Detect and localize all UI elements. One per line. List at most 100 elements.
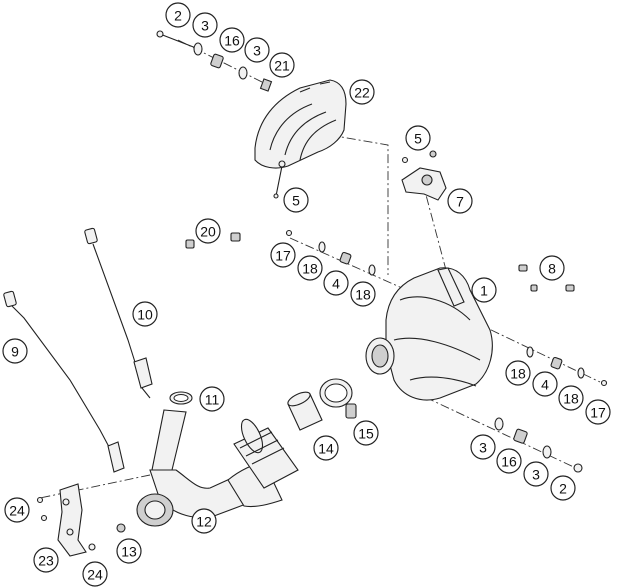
callout-number: 17 xyxy=(590,405,606,421)
callout-circle xyxy=(496,448,522,474)
callout-circle xyxy=(199,386,225,412)
callout-number: 18 xyxy=(302,261,318,277)
screw-5-left xyxy=(273,160,286,199)
callout-number: 18 xyxy=(355,287,371,303)
callout-circle xyxy=(219,27,245,53)
callout-number: 24 xyxy=(87,567,103,583)
callout-17a: 17 xyxy=(270,242,296,268)
callout-circle xyxy=(192,12,218,38)
upper-bolt-set xyxy=(156,30,273,92)
pipe-clamp xyxy=(319,378,357,419)
callout-14: 14 xyxy=(313,435,339,461)
callout-number: 13 xyxy=(121,544,137,560)
callout-3d: 3 xyxy=(523,461,549,487)
callout-circle xyxy=(470,434,496,460)
callout-17b: 17 xyxy=(585,399,611,425)
callout-5a: 5 xyxy=(283,187,309,213)
callout-20: 20 xyxy=(195,218,221,244)
callout-circle xyxy=(471,277,497,303)
callout-number: 3 xyxy=(532,467,540,483)
sleeve xyxy=(287,391,323,431)
callout-3b: 3 xyxy=(244,37,270,63)
callout-3c: 3 xyxy=(470,434,496,460)
silencer xyxy=(365,267,493,401)
callout-number: 20 xyxy=(200,224,216,240)
callout-circle xyxy=(191,508,217,534)
sensor-long xyxy=(84,227,153,399)
callout-number: 3 xyxy=(201,18,209,34)
callout-circle xyxy=(313,435,339,461)
callout-circle xyxy=(4,497,30,523)
callout-3a: 3 xyxy=(192,12,218,38)
nut-cluster xyxy=(518,264,575,292)
screw-pair-24 xyxy=(36,496,96,551)
callout-number: 5 xyxy=(292,193,300,209)
callout-9: 9 xyxy=(2,338,28,364)
callout-circle xyxy=(165,2,191,28)
callout-circle xyxy=(33,547,59,573)
callout-4b: 4 xyxy=(532,371,558,397)
callout-number: 3 xyxy=(253,43,261,59)
heat-shield xyxy=(254,79,347,169)
callout-8: 8 xyxy=(539,255,565,281)
callout-circle xyxy=(558,385,584,411)
catalyst-tube xyxy=(233,418,299,489)
callout-number: 2 xyxy=(174,8,182,24)
callout-circle xyxy=(350,281,376,307)
callout-circle xyxy=(116,538,142,564)
callout-4a: 4 xyxy=(323,270,349,296)
callout-circle xyxy=(297,255,323,281)
callout-circle xyxy=(244,37,270,63)
callout-circle xyxy=(82,561,108,587)
callout-number: 18 xyxy=(563,391,579,407)
callout-number: 2 xyxy=(559,481,567,497)
callout-number: 16 xyxy=(501,454,517,470)
callout-10: 10 xyxy=(132,301,158,327)
callout-number: 4 xyxy=(541,377,549,393)
callout-18b: 18 xyxy=(350,281,376,307)
callout-number: 11 xyxy=(205,392,220,408)
callout-2a: 2 xyxy=(165,2,191,28)
callout-circle xyxy=(353,420,379,446)
callout-18d: 18 xyxy=(558,385,584,411)
callout-circle xyxy=(283,187,309,213)
callout-number: 12 xyxy=(196,514,212,530)
callout-16a: 16 xyxy=(219,27,245,53)
callout-number: 14 xyxy=(318,441,334,457)
nut-13 xyxy=(116,523,126,533)
callout-12: 12 xyxy=(191,508,217,534)
callout-5b: 5 xyxy=(405,125,431,151)
callout-circle xyxy=(539,255,565,281)
callout-number: 5 xyxy=(414,131,422,147)
callout-18a: 18 xyxy=(297,255,323,281)
callout-number: 23 xyxy=(38,553,54,569)
callout-21: 21 xyxy=(269,52,295,78)
callout-circle xyxy=(269,52,295,78)
callout-number: 9 xyxy=(11,344,19,360)
callout-22: 22 xyxy=(349,79,375,105)
callout-circle xyxy=(550,475,576,501)
callout-13: 13 xyxy=(116,538,142,564)
callout-number: 7 xyxy=(456,194,464,210)
callout-circle xyxy=(532,371,558,397)
callout-circle xyxy=(270,242,296,268)
callout-16b: 16 xyxy=(496,448,522,474)
callout-circle xyxy=(349,79,375,105)
callout-number: 1 xyxy=(480,283,488,299)
callout-circle xyxy=(523,461,549,487)
callout-circle xyxy=(195,218,221,244)
callout-number: 22 xyxy=(354,85,370,101)
callout-15: 15 xyxy=(353,420,379,446)
callout-number: 3 xyxy=(479,440,487,456)
callout-number: 15 xyxy=(358,426,374,442)
callout-circle xyxy=(505,360,531,386)
callout-number: 18 xyxy=(510,366,526,382)
callout-circle xyxy=(323,270,349,296)
callout-24a: 24 xyxy=(4,497,30,523)
callout-18c: 18 xyxy=(505,360,531,386)
callout-24b: 24 xyxy=(82,561,108,587)
callout-number: 8 xyxy=(548,261,556,277)
bracket xyxy=(401,150,447,201)
callout-number: 4 xyxy=(332,276,340,292)
